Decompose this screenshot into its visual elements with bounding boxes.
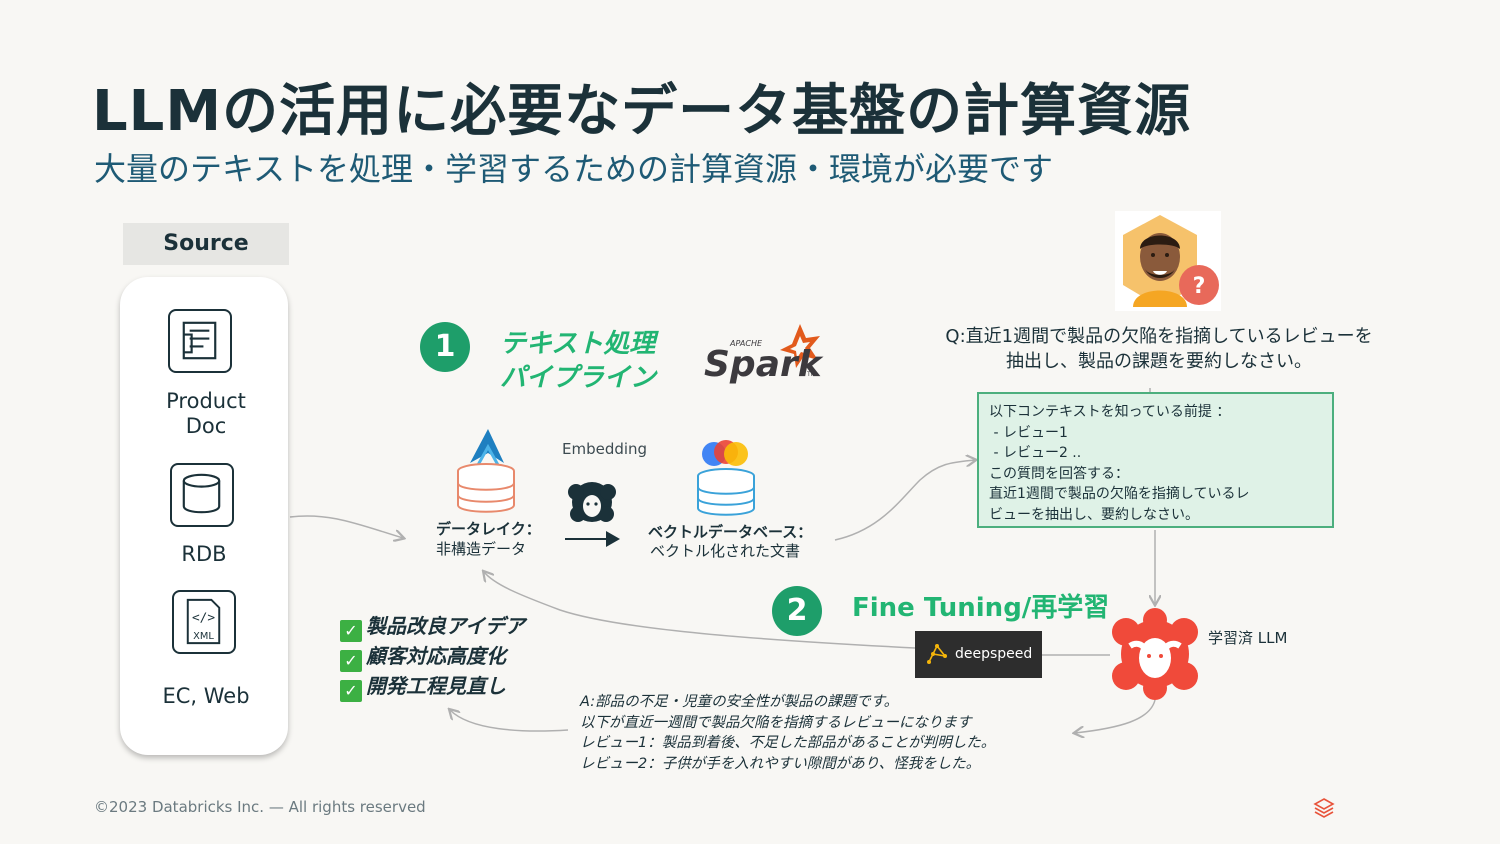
deepspeed-icon [927,644,947,664]
benefit-item: ✓開発工程見直し [340,672,525,702]
step-1-line2: パイプライン [500,363,657,393]
answer-line: レビュー1：製品到着後、不足した部品があることが判明した。 [580,735,996,751]
context-line: 直近1週間で製品の欠陥を指摘しているレ [989,486,1250,502]
benefit-label: 顧客対応高度化 [366,644,506,668]
context-line: - レビュー2 .. [989,445,1082,461]
context-line: - レビュー1 [989,424,1068,441]
benefit-item: ✓製品改良アイデア [340,612,525,642]
context-line: 以下コンテキストを知っている前提 ： [989,404,1231,420]
source-item-rdb: RDB [181,542,227,566]
apache-spark-logo: APACHE Spark TM [704,324,824,385]
answer-text: A:部品の不足・児童の安全性が製品の課題です。 以下が直近一週間で製品欠陥を指摘… [580,692,995,774]
question-text: Q:直近1週間で製品の欠陥を指摘しているレビューを 抽出し、製品の課題を要約しな… [920,324,1398,374]
svg-text:XML: XML [193,631,214,642]
svg-text:APACHE: APACHE [729,339,763,348]
trained-llm-icon [1112,608,1198,700]
source-item-ec-web: EC, Web [162,684,250,708]
source-tag: Source [123,223,289,265]
benefit-label: 開発工程見直し [366,674,506,698]
xml-file-icon: </> XML [172,590,236,654]
data-lake-title: データレイク： [436,520,541,538]
checkmark-icon: ✓ [340,680,362,702]
document-icon [168,309,232,373]
svg-text:?: ? [1193,274,1206,299]
step-1-line1: テキスト処理 [500,329,656,359]
benefit-item: ✓顧客対応高度化 [340,642,525,672]
step-1-badge: 1 [420,322,470,372]
answer-line: レビュー2：子供が手を入れやすい隙間があり、怪我をした。 [580,755,981,772]
step-2-title: Fine Tuning/再学習 [852,593,1110,623]
data-lake-subtitle: 非構造データ [436,540,527,558]
databricks-logo-icon [1313,798,1335,818]
checkmark-icon: ✓ [340,650,362,672]
answer-line: 以下が直近一週間で製品欠陥を指摘するレビューになります [580,714,972,731]
user-avatar-icon: ? [1115,211,1221,311]
deepspeed-label: deepspeed [955,646,1033,662]
database-icon [170,463,234,527]
benefits-list: ✓製品改良アイデア ✓顧客対応高度化 ✓開発工程見直し [340,612,525,702]
deepspeed-logo: deepspeed [915,631,1042,678]
source-item-label: Doc [185,414,227,438]
vector-db-title: ベクトルデータベース： [648,523,813,541]
svg-text:Spark: Spark [704,344,824,385]
source-item-product-doc: Product Doc [122,389,290,439]
footer-copyright: ©2023 Databricks Inc. — All rights reser… [94,798,426,816]
source-item-label: Product [166,389,246,413]
benefit-label: 製品改良アイデア [366,614,525,638]
question-line: Q:直近1週間で製品の欠陥を指摘しているレビューを [945,326,1373,347]
vector-db-subtitle: ベクトル化された文書 [650,542,801,560]
svg-text:</>: </> [192,611,215,626]
answer-line: A:部品の不足・児童の安全性が製品の課題です。 [580,694,899,710]
question-line: 抽出し、製品の課題を要約しなさい。 [1006,351,1312,372]
checkmark-icon: ✓ [340,620,362,642]
context-line: ビューを抽出し、要約しなさい。 [989,506,1199,523]
svg-text:TM: TM [806,371,816,378]
step-1-title: テキスト処理 パイプライン [500,327,656,395]
page-subtitle: 大量のテキストを処理・学習するための計算資源・環境が必要です [94,150,1054,188]
embedding-label: Embedding [562,440,648,458]
data-lake-icon [457,429,515,513]
context-line: この質問を回答する： [989,465,1129,482]
trained-llm-label: 学習済 LLM [1208,629,1288,647]
step-2-badge: 2 [772,586,822,636]
vector-database-icon [697,440,755,516]
page-title: LLMの活用に必要なデータ基盤の計算資源 [92,79,1192,144]
embedding-model-icon [568,482,616,522]
prompt-context-box: 以下コンテキストを知っている前提 ： - レビュー1 - レビュー2 .. この… [977,392,1334,528]
